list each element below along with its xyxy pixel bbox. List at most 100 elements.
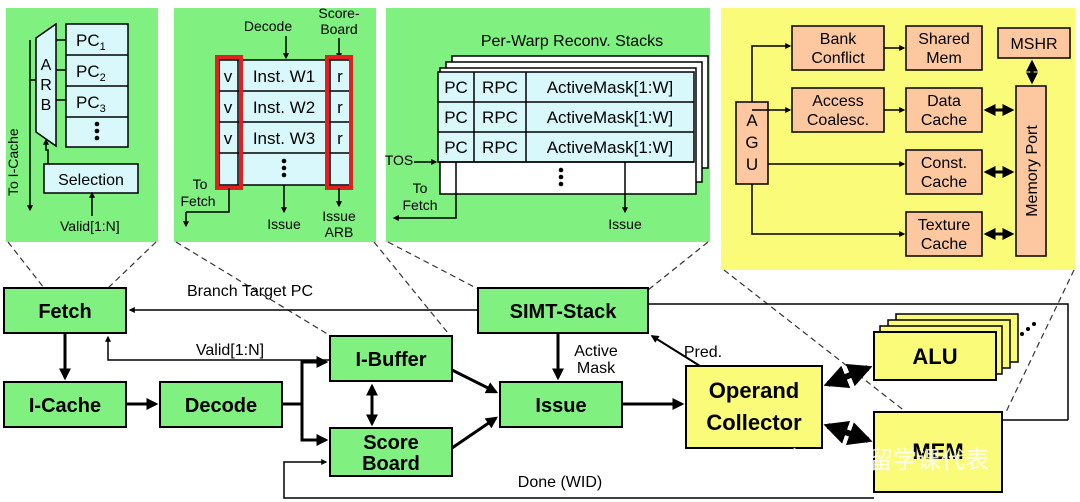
issue-stage-label: Issue xyxy=(535,395,586,417)
watermark: 知乎 @留学课代表 xyxy=(790,447,989,474)
shared-mem-box xyxy=(905,25,983,71)
decode-input-label: Decode xyxy=(244,18,292,34)
mshr-label: MSHR xyxy=(1010,36,1057,53)
operand-collector-stage xyxy=(685,365,823,449)
simt-row1-mask: ActiveMask[1:W] xyxy=(547,78,674,97)
mem-label: MEM xyxy=(912,439,963,464)
simt-row1-rpc: RPC xyxy=(482,78,518,97)
agu-letter-u: U xyxy=(746,155,758,174)
arb-letter-r: R xyxy=(40,77,52,94)
shared-mem-label-1: Shared xyxy=(918,31,970,48)
arb-letter-b: B xyxy=(41,97,52,114)
simt-issue-label: Issue xyxy=(608,216,642,232)
scoreboard-input-label-1: Score- xyxy=(318,5,360,21)
valid-label-detail: Valid[1:N] xyxy=(60,218,120,234)
data-cache-label-1: Data xyxy=(927,93,961,110)
scoreboard-stage-label-2: Board xyxy=(362,453,420,475)
valid-label: Valid[1:N] xyxy=(196,342,264,359)
ibuf-row1-inst: Inst. W1 xyxy=(253,67,315,86)
ibuf-row3-ready: r xyxy=(337,129,343,148)
ibuffer-stage-label: I-Buffer xyxy=(355,349,426,371)
icache-stage-label: I-Cache xyxy=(29,395,101,417)
tos-label: TOS xyxy=(385,152,414,168)
main-pipeline: Fetch I-Cache Decode I-Buffer Score Boar… xyxy=(3,283,1069,499)
access-coalesc-label-1: Access xyxy=(812,93,864,110)
texture-cache-box xyxy=(905,211,983,257)
simt-row2-rpc: RPC xyxy=(482,108,518,127)
simt-row3-mask: ActiveMask[1:W] xyxy=(547,138,674,157)
simt-stack-stage-label: SIMT-Stack xyxy=(510,301,618,323)
bank-conflict-label-2: Conflict xyxy=(811,50,865,67)
bank-conflict-box xyxy=(791,25,885,71)
simt-row2-mask: ActiveMask[1:W] xyxy=(547,108,674,127)
issue-label-detail: Issue xyxy=(267,216,301,232)
scoreboard-stage-label-1: Score xyxy=(363,432,419,454)
mshr-box xyxy=(997,27,1071,59)
arb-mux xyxy=(35,22,57,148)
const-cache-label-1: Const. xyxy=(921,155,967,172)
ibuf-row1-valid: v xyxy=(224,67,233,86)
branch-target-label: Branch Target PC xyxy=(187,283,313,300)
simt-to-fetch-label-2: Fetch xyxy=(402,197,437,213)
fetch-stage xyxy=(3,287,127,334)
data-cache-box xyxy=(905,87,983,133)
ibuffer-stage xyxy=(329,335,453,382)
selection-label: Selection xyxy=(58,172,124,189)
texture-cache-label-2: Cache xyxy=(921,236,967,253)
scoreboard-input-label-2: Board xyxy=(320,21,357,37)
fetch-stage-label: Fetch xyxy=(38,301,91,323)
ibuf-row2-valid: v xyxy=(224,98,233,117)
zoom-connectors xyxy=(7,241,1075,413)
issue-arb-label-2: ARB xyxy=(325,224,354,240)
access-coalesc-label-2: Coalesc. xyxy=(807,112,869,129)
memory-port-label: Memory Port xyxy=(1024,125,1041,217)
simt-row2-pc: PC xyxy=(444,108,468,127)
access-coalesc-box xyxy=(791,87,885,133)
simt-row3-rpc: RPC xyxy=(482,138,518,157)
operand-collector-label-2: Collector xyxy=(706,410,802,435)
ibuffer-detail-panel: Decode Score- Board v Inst. W1 r v Inst.… xyxy=(174,5,376,242)
const-cache-label-2: Cache xyxy=(921,174,967,191)
ibuf-row2-inst: Inst. W2 xyxy=(253,98,315,117)
memory-port-box xyxy=(1015,85,1047,257)
active-mask-label-2: Mask xyxy=(577,360,616,377)
icache-stage xyxy=(3,381,127,428)
alu-unit xyxy=(873,331,997,381)
data-cache-label-2: Cache xyxy=(921,112,967,129)
ibuf-row3-inst: Inst. W3 xyxy=(253,129,315,148)
fetch-detail-panel: A R B PC1 PC2 PC3 Selection To I-Cache V… xyxy=(5,8,158,242)
simt-row1-pc: PC xyxy=(444,78,468,97)
agu-box xyxy=(735,101,769,185)
arb-letter-a: A xyxy=(41,57,52,74)
active-mask-label-1: Active xyxy=(574,343,618,360)
texture-cache-label-1: Texture xyxy=(918,217,971,234)
bank-conflict-label-1: Bank xyxy=(820,31,857,48)
agu-letter-g: G xyxy=(745,133,758,152)
ibuf-row3-valid: v xyxy=(224,129,233,148)
shared-mem-label-2: Mem xyxy=(926,50,962,67)
decode-stage-label: Decode xyxy=(185,395,257,417)
reconv-stacks-title: Per-Warp Reconv. Stacks xyxy=(481,33,663,50)
simt-stack-detail-panel: Per-Warp Reconv. Stacks PC RPC ActiveMas… xyxy=(385,8,710,242)
issue-arb-label-1: Issue xyxy=(322,208,356,224)
pc-2: PC2 xyxy=(76,62,106,84)
to-icache-label: To I-Cache xyxy=(5,128,21,196)
pc-1: PC1 xyxy=(76,31,106,53)
to-fetch-label-1: To xyxy=(193,176,208,192)
ibuf-row1-ready: r xyxy=(337,67,343,86)
simt-to-fetch-label-1: To xyxy=(413,180,428,196)
operand-collector-label-1: Operand xyxy=(709,378,799,403)
const-cache-box xyxy=(905,149,983,195)
agu-letter-a: A xyxy=(746,111,758,130)
to-fetch-label-2: Fetch xyxy=(180,193,215,209)
issue-stage xyxy=(499,381,623,428)
pred-label: Pred. xyxy=(684,344,722,361)
memory-detail-panel: A G U Bank Conflict Shared Mem MSHR Acce… xyxy=(721,8,1075,270)
done-wid-label: Done (WID) xyxy=(518,474,602,491)
alu-label: ALU xyxy=(912,344,957,369)
pc-3: PC3 xyxy=(76,93,106,115)
scoreboard-stage xyxy=(329,427,453,477)
mem-unit xyxy=(873,411,1003,493)
simt-row3-pc: PC xyxy=(444,138,468,157)
